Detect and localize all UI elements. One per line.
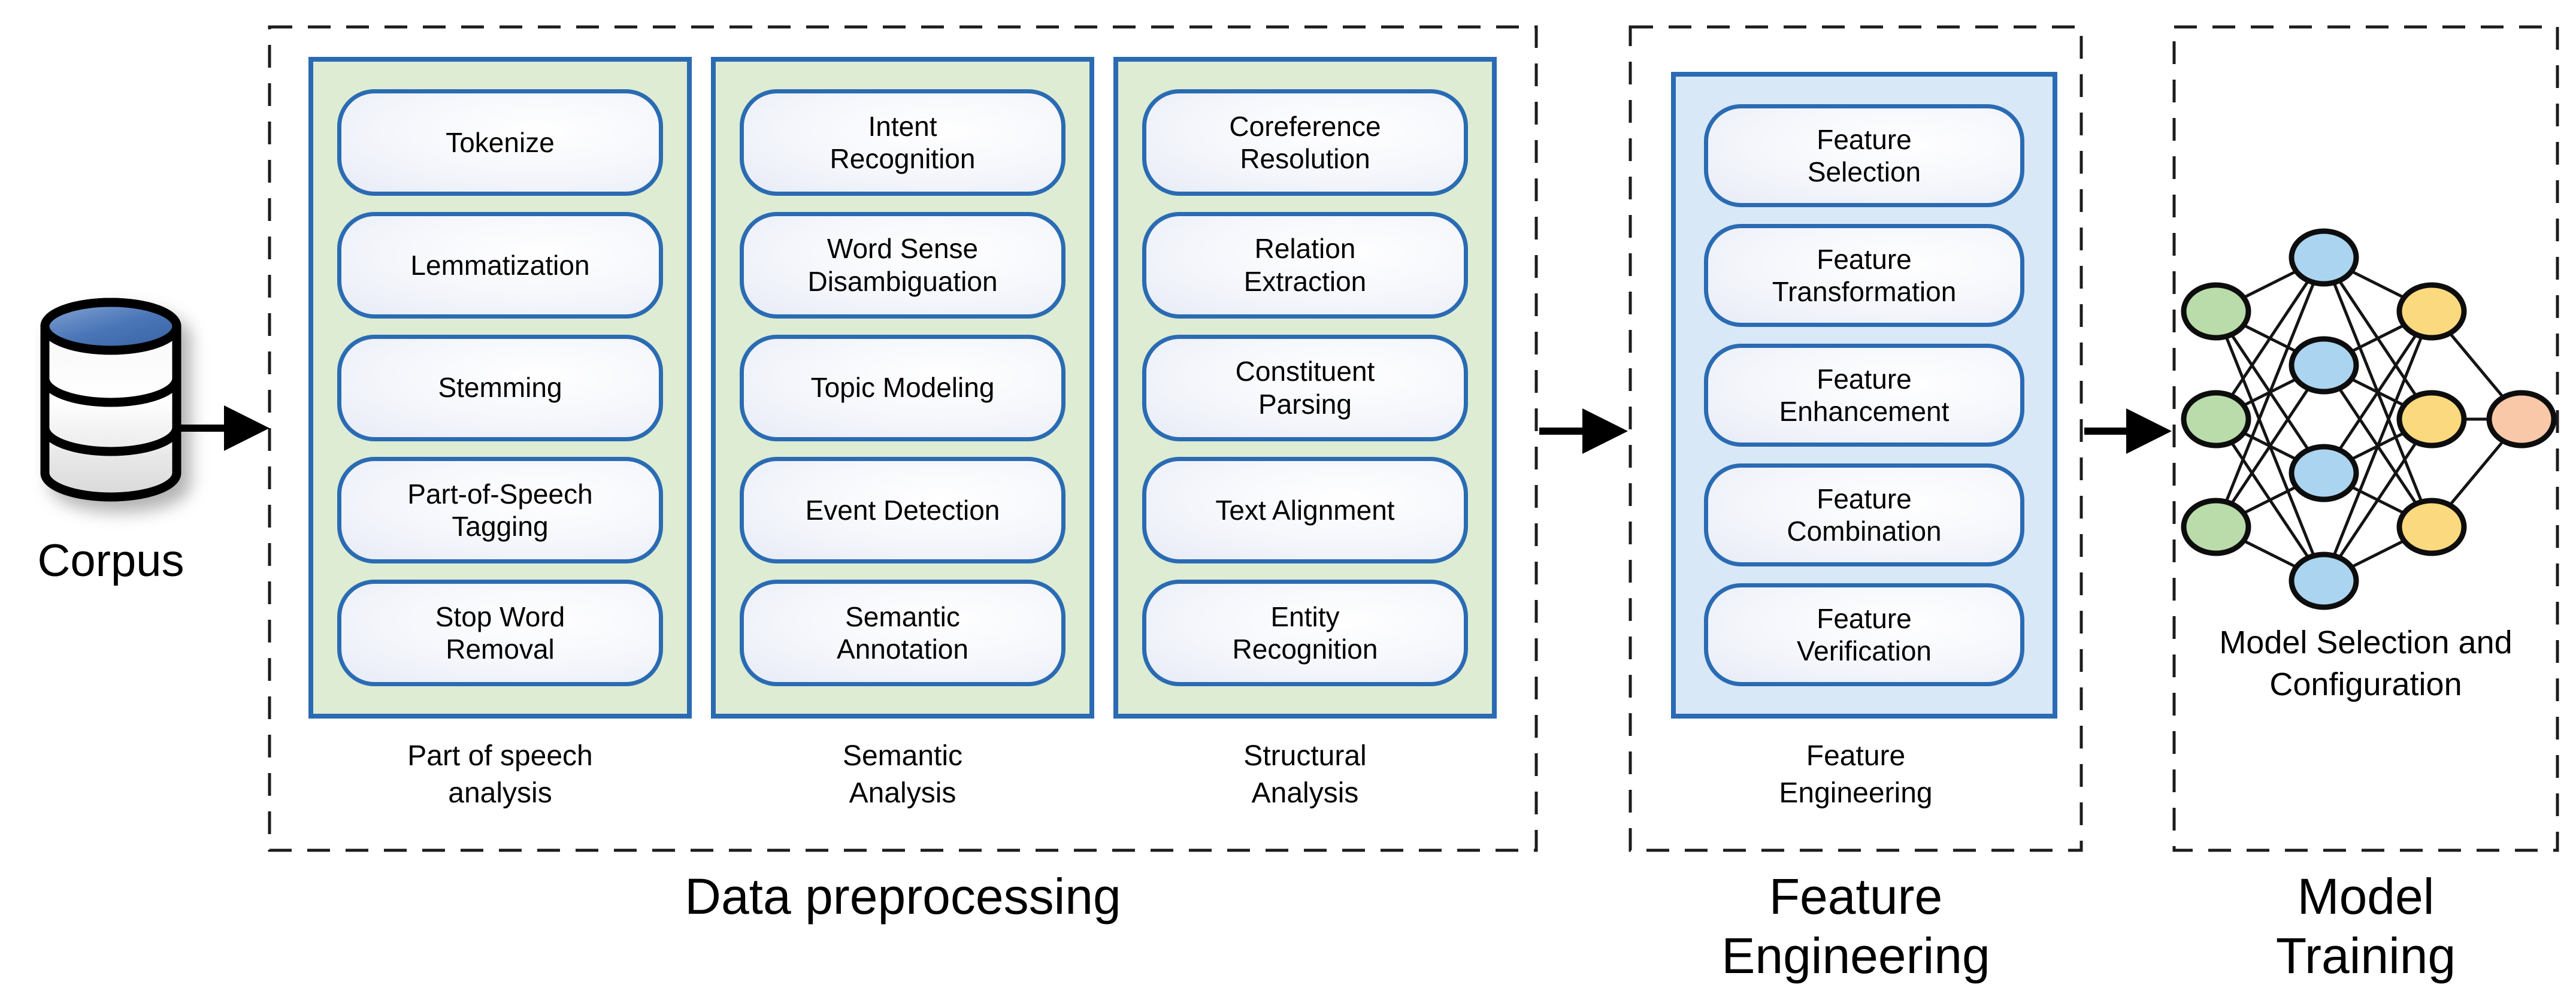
panel-semantic-analysis: Intent Recognition Word Sense Disambigua… — [711, 57, 1094, 719]
network-node — [2181, 282, 2251, 341]
database-icon — [40, 298, 181, 502]
label-part-of-speech-analysis: Part of speech analysis — [407, 740, 593, 810]
process-box-coreference-resolution: Coreference Resolution — [1142, 89, 1468, 196]
process-box-topic-modeling: Topic Modeling — [740, 334, 1065, 441]
process-box-pos-tagging: Part-of-Speech Tagging — [337, 457, 663, 564]
stage-title-feature-engineering: Feature Engineering — [1721, 868, 1990, 984]
panel-feature-engineering: Feature Selection Feature Transformation… — [1671, 72, 2057, 719]
process-box-entity-recognition: Entity Recognition — [1142, 580, 1468, 686]
network-node — [2486, 390, 2557, 448]
process-box-feature-combination: Feature Combination — [1704, 463, 2024, 566]
network-node — [2289, 336, 2359, 395]
process-box-constituent-parsing: Constituent Parsing — [1142, 334, 1468, 441]
network-node — [2181, 390, 2251, 448]
process-box-lemmatization: Lemmatization — [337, 211, 663, 319]
process-box-intent-recognition: Intent Recognition — [740, 89, 1065, 196]
stage-title-model-training: Model Training — [2275, 868, 2456, 984]
arrow-corpus-to-preprocessing — [181, 405, 270, 451]
process-box-semantic-annotation: Semantic Annotation — [740, 580, 1065, 686]
feature-engineering-boundary — [1628, 25, 2083, 852]
stage-title-data-preprocessing: Data preprocessing — [685, 868, 1121, 925]
label-structural-analysis: Structural Analysis — [1243, 740, 1367, 810]
panel-structural-analysis: Coreference Resolution Relation Extracti… — [1113, 57, 1497, 719]
process-box-feature-enhancement: Feature Enhancement — [1704, 344, 2024, 447]
process-box-text-alignment: Text Alignment — [1142, 457, 1468, 564]
corpus-label: Corpus — [37, 535, 184, 586]
process-box-feature-verification: Feature Verification — [1704, 583, 2024, 686]
model-selection-caption: Model Selection and Configuration — [2219, 625, 2513, 703]
process-box-feature-selection: Feature Selection — [1704, 104, 2024, 207]
label-semantic-analysis: Semantic Analysis — [842, 740, 963, 810]
arrow-feature-engineering-to-model-training — [2084, 408, 2172, 454]
network-node — [2289, 444, 2359, 502]
neural-network-graphic — [2181, 228, 2557, 610]
network-node — [2396, 282, 2467, 341]
process-box-word-sense-disambiguation: Word Sense Disambiguation — [740, 211, 1065, 319]
network-node — [2289, 551, 2359, 610]
arrow-preprocessing-to-feature-engineering — [1539, 408, 1628, 454]
process-box-relation-extraction: Relation Extraction — [1142, 211, 1468, 319]
process-box-stemming: Stemming — [337, 334, 663, 441]
panel-part-of-speech-analysis: Tokenize Lemmatization Stemming Part-of-… — [308, 57, 692, 719]
process-box-tokenize: Tokenize — [337, 89, 663, 196]
label-feature-engineering-panel: Feature Engineering — [1779, 740, 1933, 810]
network-node — [2396, 498, 2467, 556]
process-box-stop-word-removal: Stop Word Removal — [337, 580, 663, 686]
network-node — [2289, 228, 2359, 287]
network-node — [2396, 390, 2467, 448]
model-training-boundary — [2172, 25, 2559, 852]
data-preprocessing-boundary — [268, 25, 1538, 852]
process-box-feature-transformation: Feature Transformation — [1704, 224, 2024, 327]
process-box-event-detection: Event Detection — [740, 457, 1065, 564]
network-node — [2181, 498, 2251, 556]
